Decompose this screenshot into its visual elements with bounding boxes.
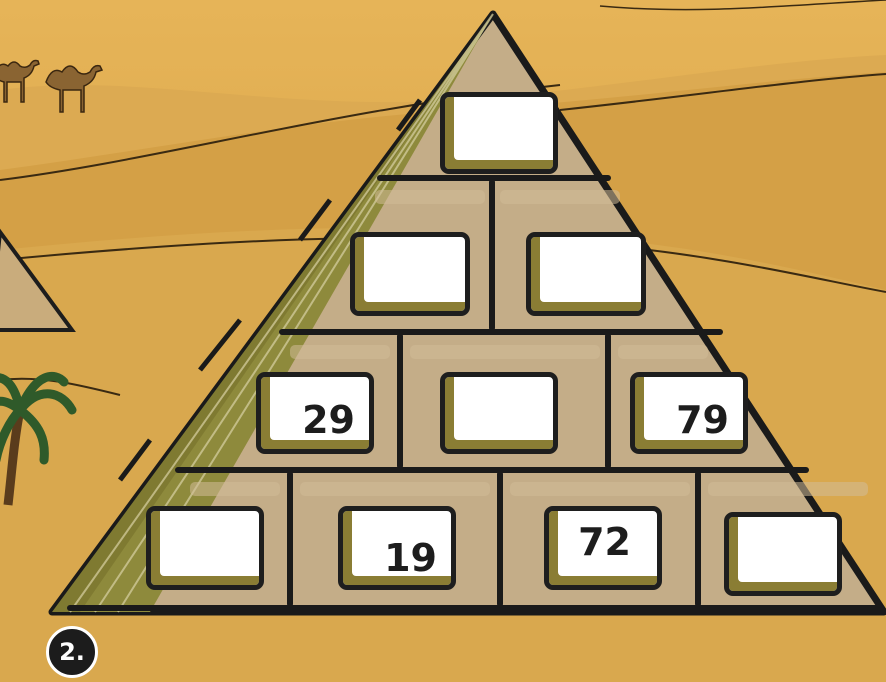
puzzle-number-badge: 2.: [46, 626, 98, 678]
puzzle-number-label: 2.: [59, 638, 85, 666]
pyramid-cell-row4-2[interactable]: 19: [338, 506, 456, 590]
pyramid-cell-row2-1[interactable]: [350, 232, 470, 316]
cell-value: 72: [578, 523, 631, 561]
pyramid-cell-row4-4[interactable]: [724, 512, 842, 596]
pyramid-cell-row2-2[interactable]: [526, 232, 646, 316]
pyramid-cell-row1-1[interactable]: [440, 92, 558, 174]
cell-value: 79: [676, 401, 729, 439]
cell-value: 29: [302, 401, 355, 439]
pyramid-cell-row4-3[interactable]: 72: [544, 506, 662, 590]
pyramid-cell-row4-1[interactable]: [146, 506, 264, 590]
cell-value: 19: [384, 539, 437, 577]
pyramid-cell-row3-1[interactable]: 29: [256, 372, 374, 454]
pyramid-cell-row3-3[interactable]: 79: [630, 372, 748, 454]
pyramid-cell-row3-2[interactable]: [440, 372, 558, 454]
